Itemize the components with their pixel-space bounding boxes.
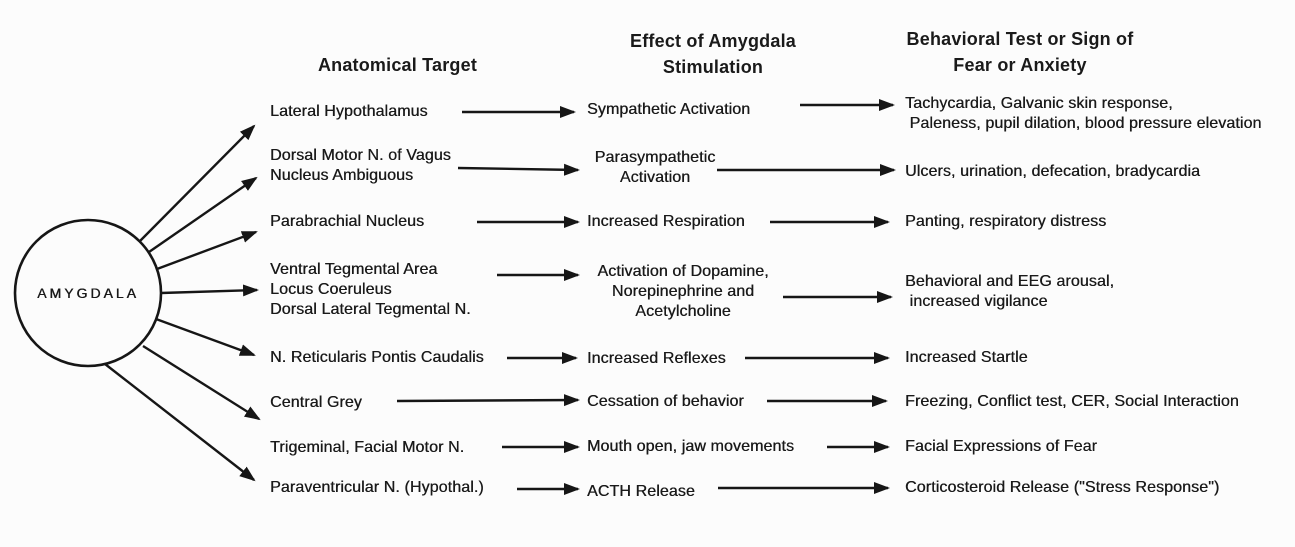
- arrow-target-effect-row6: [396, 394, 580, 407]
- behavior-label-row4: Behavioral and EEG arousal, increased vi…: [905, 273, 1115, 310]
- target-label-row5: N. Reticularis Pontis Caudalis: [270, 349, 484, 366]
- behavior-label-row6: Freezing, Conflict test, CER, Social Int…: [905, 393, 1239, 410]
- arrow-amygdala-to-nucleus-ambiguous: [148, 176, 258, 253]
- arrow-amygdala-to-lateral-hypothalamus: [139, 124, 256, 242]
- effect-label-row7: Mouth open, jaw movements: [587, 438, 795, 455]
- target-label-row7: Trigeminal, Facial Motor N.: [270, 439, 465, 456]
- column-header-behavioral-test: Behavioral Test or Sign of Fear or Anxie…: [906, 29, 1134, 75]
- effect-label-row4: Activation of Dopamine, Norepinephrine a…: [597, 263, 769, 320]
- arrow-amygdala-to-central-grey: [142, 344, 261, 421]
- target-label-row1: Lateral Hypothalamus: [270, 103, 428, 120]
- target-label-row3: Parabrachial Nucleus: [270, 213, 425, 230]
- arrow-target-effect-row2: [457, 163, 580, 176]
- arrow-amygdala-to-locus-coeruleus: [160, 284, 259, 297]
- target-label-row2: Dorsal Motor N. of Vagus Nucleus Ambiguo…: [270, 147, 451, 184]
- target-label-row8: Paraventricular N. (Hypothal.): [270, 479, 484, 496]
- behavior-label-row7: Facial Expressions of Fear: [905, 438, 1098, 455]
- column-header-anatomical-target: Anatomical Target: [317, 55, 478, 75]
- effect-label-row8: ACTH Release: [587, 483, 695, 500]
- amygdala-node-label: AMYGDALA: [37, 285, 139, 301]
- target-label-row6: Central Grey: [270, 394, 362, 411]
- arrow-amygdala-to-parabrachial-nucleus: [156, 230, 258, 271]
- effect-label-row1: Sympathetic Activation: [587, 101, 751, 118]
- effect-label-row2: Parasympathetic Activation: [594, 149, 716, 186]
- effect-label-row6: Cessation of behavior: [587, 393, 744, 410]
- effect-label-row3: Increased Respiration: [587, 213, 745, 230]
- effect-label-row5: Increased Reflexes: [587, 350, 726, 367]
- arrow-amygdala-to-paraventricular: [104, 363, 256, 482]
- behavior-label-row8: Corticosteroid Release ("Stress Response…: [905, 479, 1220, 496]
- behavior-label-row5: Increased Startle: [905, 349, 1028, 366]
- behavior-label-row3: Panting, respiratory distress: [905, 213, 1107, 230]
- behavior-label-row1: Tachycardia, Galvanic skin response, Pal…: [905, 95, 1262, 132]
- behavior-label-row2: Ulcers, urination, defecation, bradycard…: [905, 163, 1201, 180]
- column-header-effect-of-stimulation: Effect of Amygdala Stimulation: [630, 31, 796, 77]
- arrow-amygdala-to-n-reticularis: [155, 317, 256, 357]
- target-label-row4: Ventral Tegmental Area Locus Coeruleus D…: [270, 261, 471, 318]
